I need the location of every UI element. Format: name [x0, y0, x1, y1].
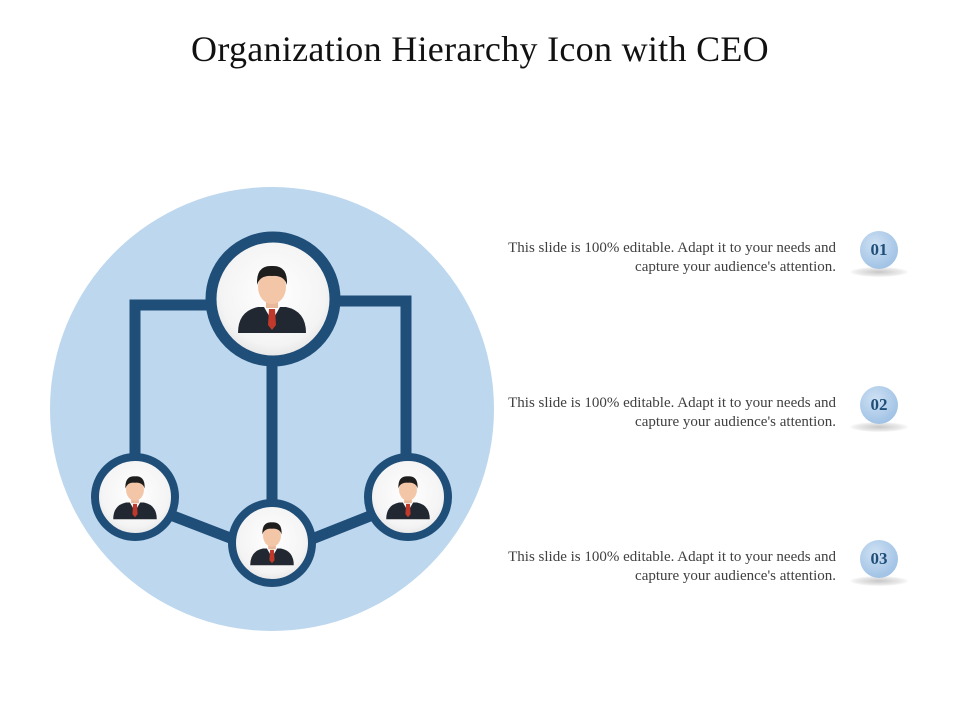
item-02: This slide is 100% editable. Adapt it to…	[500, 386, 920, 454]
item-03-badge-shadow	[850, 576, 908, 586]
item-03-number-badge: 03	[860, 540, 898, 578]
item-02-badge-shadow	[850, 422, 908, 432]
item-01-badge-shadow	[850, 267, 908, 277]
item-03-text: This slide is 100% editable. Adapt it to…	[508, 549, 836, 584]
ceo-node	[205, 231, 341, 367]
item-01: This slide is 100% editable. Adapt it to…	[500, 231, 920, 299]
connector-bottom-right	[304, 508, 378, 547]
connector-lines	[129, 295, 412, 547]
item-01-number-badge: 01	[860, 231, 898, 269]
connector-left	[129, 299, 215, 465]
slide-title: Organization Hierarchy Icon with CEO	[191, 29, 769, 69]
item-02-number-badge: 02	[860, 386, 898, 424]
connector-bottom-left	[166, 508, 240, 547]
item-03: This slide is 100% editable. Adapt it to…	[500, 540, 920, 608]
connector-right	[330, 295, 412, 465]
center-member-node	[228, 499, 316, 587]
item-02-text: This slide is 100% editable. Adapt it to…	[508, 395, 836, 430]
left-member-node	[91, 453, 179, 541]
item-01-text: This slide is 100% editable. Adapt it to…	[508, 240, 836, 275]
right-member-node	[364, 453, 452, 541]
